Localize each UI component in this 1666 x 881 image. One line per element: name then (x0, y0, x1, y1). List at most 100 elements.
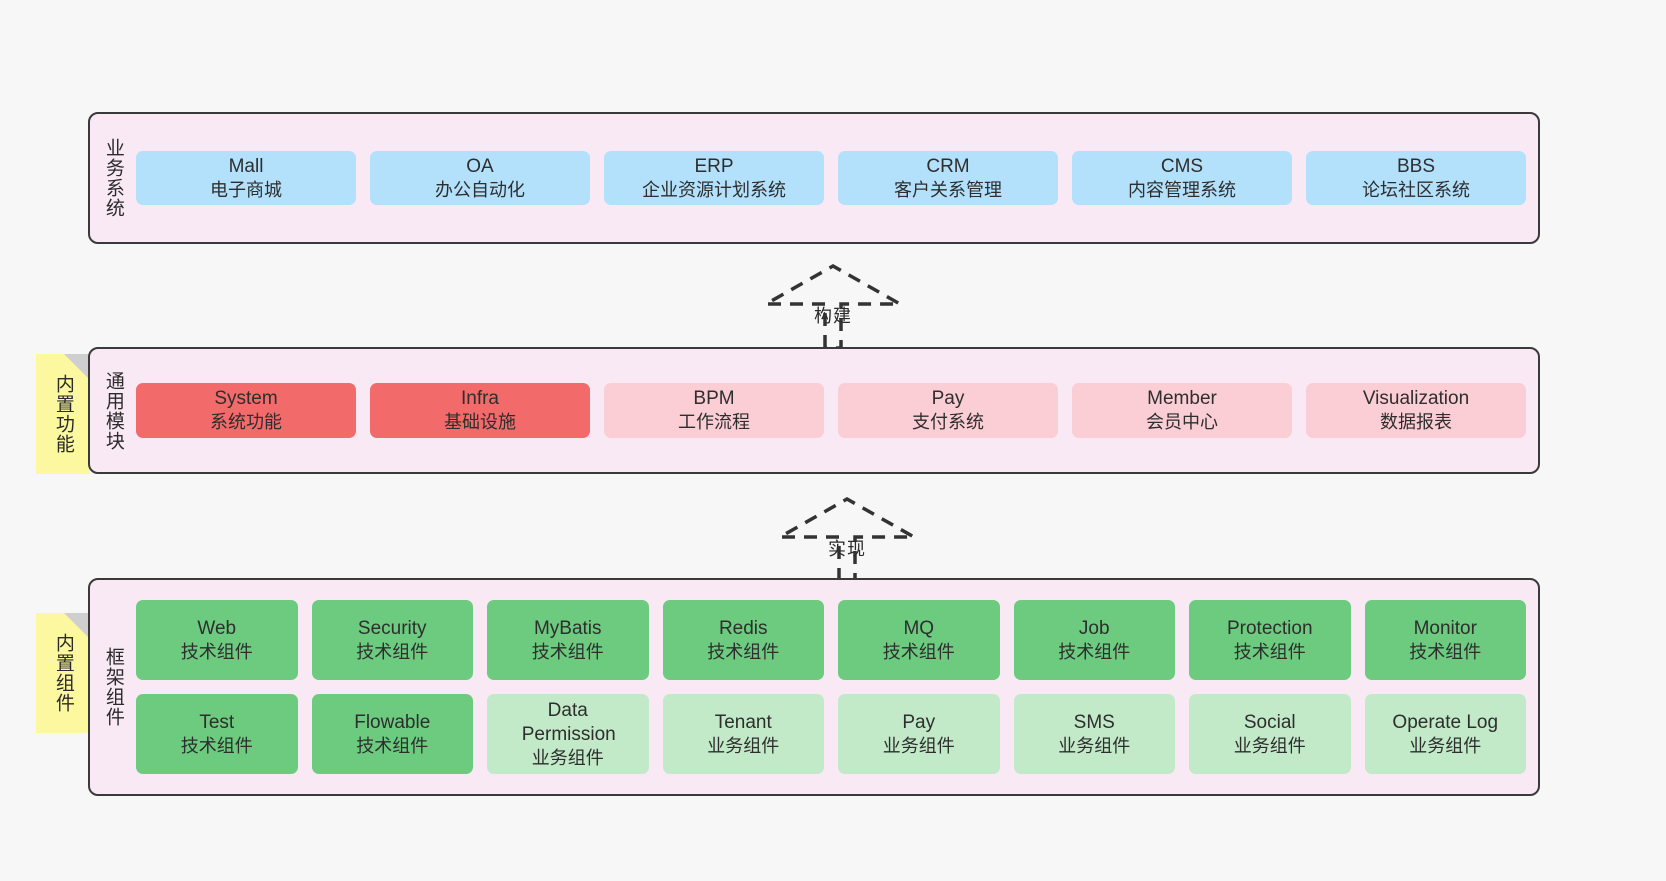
card-row: System 系统功能 Infra 基础设施 BPM 工作流程 Pay 支付系统… (136, 383, 1526, 438)
card-subtitle: 支付系统 (912, 412, 984, 433)
sticky-fold-corner-icon (64, 354, 90, 380)
connector-implement: 实现 (772, 495, 922, 583)
card-title: Data Permission (521, 700, 616, 745)
card-web[interactable]: Web 技术组件 (136, 600, 298, 680)
card-monitor[interactable]: Monitor 技术组件 (1364, 600, 1526, 680)
layer-common-module-label: 通用模块 (102, 370, 124, 451)
card-subtitle: 电子商城 (210, 179, 282, 200)
card-subtitle: 内容管理系统 (1128, 179, 1236, 200)
card-title: Visualization (1362, 388, 1470, 410)
connector-build: 构建 (758, 262, 908, 350)
card-title: Test (199, 711, 235, 733)
card-title: Tenant (714, 711, 772, 733)
card-title: OA (466, 155, 494, 177)
card-title: CRM (926, 155, 970, 177)
card-title: ERP (694, 155, 734, 177)
card-bbs[interactable]: BBS 论坛社区系统 (1306, 150, 1526, 206)
card-title: BPM (693, 388, 735, 410)
card-title: Pay (902, 711, 936, 733)
card-title: System (214, 388, 278, 410)
card-title: Flowable (354, 711, 431, 733)
card-subtitle: 技术组件 (1058, 641, 1131, 662)
card-pay-component[interactable]: Pay 业务组件 (838, 694, 1000, 774)
card-subtitle: 业务组件 (1058, 735, 1131, 756)
card-title: CMS (1160, 155, 1204, 177)
card-subtitle: 会员中心 (1146, 412, 1218, 433)
card-sms[interactable]: SMS 业务组件 (1013, 694, 1175, 774)
card-title: Operate Log (1392, 711, 1499, 733)
card-job[interactable]: Job 技术组件 (1013, 600, 1175, 680)
card-title: Member (1147, 388, 1217, 410)
card-subtitle: 基础设施 (444, 412, 516, 433)
card-subtitle: 业务组件 (1409, 735, 1482, 756)
card-cms[interactable]: CMS 内容管理系统 (1072, 150, 1292, 206)
card-subtitle: 办公自动化 (435, 179, 525, 200)
sticky-fold-corner-icon (64, 613, 90, 639)
layer-business-system-body: Mall 电子商城 OA 办公自动化 ERP 企业资源计划系统 CRM 客户关系… (136, 114, 1538, 242)
card-subtitle: 技术组件 (180, 641, 253, 662)
card-data-permission[interactable]: Data Permission 业务组件 (487, 694, 649, 774)
card-subtitle: 企业资源计划系统 (642, 179, 786, 200)
card-subtitle: 技术组件 (356, 735, 429, 756)
up-arrow-dashed-icon (759, 263, 907, 350)
card-erp[interactable]: ERP 企业资源计划系统 (604, 150, 824, 206)
card-subtitle: 系统功能 (210, 412, 282, 433)
card-subtitle: 业务组件 (707, 735, 780, 756)
card-subtitle: 技术组件 (531, 641, 604, 662)
card-title: BBS (1396, 155, 1436, 177)
card-title: MyBatis (533, 617, 602, 639)
card-subtitle: 技术组件 (1409, 641, 1482, 662)
layer-business-system-label: 业务系统 (102, 138, 124, 218)
card-system[interactable]: System 系统功能 (136, 383, 356, 438)
card-tenant[interactable]: Tenant 业务组件 (662, 694, 824, 774)
card-crm[interactable]: CRM 客户关系管理 (838, 150, 1058, 206)
card-security[interactable]: Security 技术组件 (311, 600, 473, 680)
card-redis[interactable]: Redis 技术组件 (662, 600, 824, 680)
card-member[interactable]: Member 会员中心 (1072, 383, 1292, 438)
card-title: Protection (1226, 617, 1313, 639)
card-subtitle: 业务组件 (882, 735, 955, 756)
card-title: Job (1078, 617, 1110, 639)
card-social[interactable]: Social 业务组件 (1189, 694, 1351, 774)
card-infra[interactable]: Infra 基础设施 (370, 383, 590, 438)
card-title: Security (357, 617, 427, 639)
card-oa[interactable]: OA 办公自动化 (370, 150, 590, 206)
sticky-note-builtin-component: 内置组件 (36, 613, 90, 733)
card-title: Monitor (1413, 617, 1477, 639)
card-title: Infra (460, 388, 500, 410)
card-title: Social (1243, 711, 1296, 733)
card-flowable[interactable]: Flowable 技术组件 (311, 694, 473, 774)
card-subtitle: 技术组件 (356, 641, 429, 662)
layer-framework-component-body: Web 技术组件 Security 技术组件 MyBatis 技术组件 Redi… (136, 580, 1538, 794)
card-mall[interactable]: Mall 电子商城 (136, 150, 356, 206)
card-subtitle: 客户关系管理 (894, 179, 1002, 200)
card-bpm[interactable]: BPM 工作流程 (604, 383, 824, 438)
card-title: Redis (718, 617, 768, 639)
card-title: Pay (931, 388, 965, 410)
sticky-note-builtin-feature: 内置功能 (36, 354, 90, 474)
sticky-note-label: 内置组件 (52, 633, 74, 713)
layer-common-module: 通用模块 System 系统功能 Infra 基础设施 BPM 工作流程 Pay… (88, 347, 1540, 474)
connector-implement-label: 实现 (828, 539, 866, 559)
up-arrow-dashed-icon (773, 496, 921, 583)
layer-framework-component-label: 框架组件 (102, 647, 124, 727)
card-subtitle: 技术组件 (882, 641, 955, 662)
layer-framework-component: 框架组件 Web 技术组件 Security 技术组件 MyBatis 技术组件… (88, 578, 1540, 796)
card-visualization[interactable]: Visualization 数据报表 (1306, 383, 1526, 438)
card-row: Mall 电子商城 OA 办公自动化 ERP 企业资源计划系统 CRM 客户关系… (136, 150, 1526, 206)
card-row: Test 技术组件 Flowable 技术组件 Data Permission … (136, 694, 1526, 774)
card-title: MQ (903, 617, 935, 639)
card-protection[interactable]: Protection 技术组件 (1189, 600, 1351, 680)
card-title: SMS (1073, 711, 1115, 733)
card-mq[interactable]: MQ 技术组件 (838, 600, 1000, 680)
card-subtitle: 论坛社区系统 (1362, 179, 1470, 200)
card-pay-module[interactable]: Pay 支付系统 (838, 383, 1058, 438)
card-subtitle: 业务组件 (531, 747, 604, 768)
layer-business-system: 业务系统 Mall 电子商城 OA 办公自动化 ERP 企业资源计划系统 CRM… (88, 112, 1540, 244)
card-mybatis[interactable]: MyBatis 技术组件 (487, 600, 649, 680)
card-title: Web (197, 617, 237, 639)
card-test[interactable]: Test 技术组件 (136, 694, 298, 774)
card-operate-log[interactable]: Operate Log 业务组件 (1364, 694, 1526, 774)
sticky-note-label: 内置功能 (52, 374, 74, 454)
card-subtitle: 工作流程 (678, 412, 750, 433)
